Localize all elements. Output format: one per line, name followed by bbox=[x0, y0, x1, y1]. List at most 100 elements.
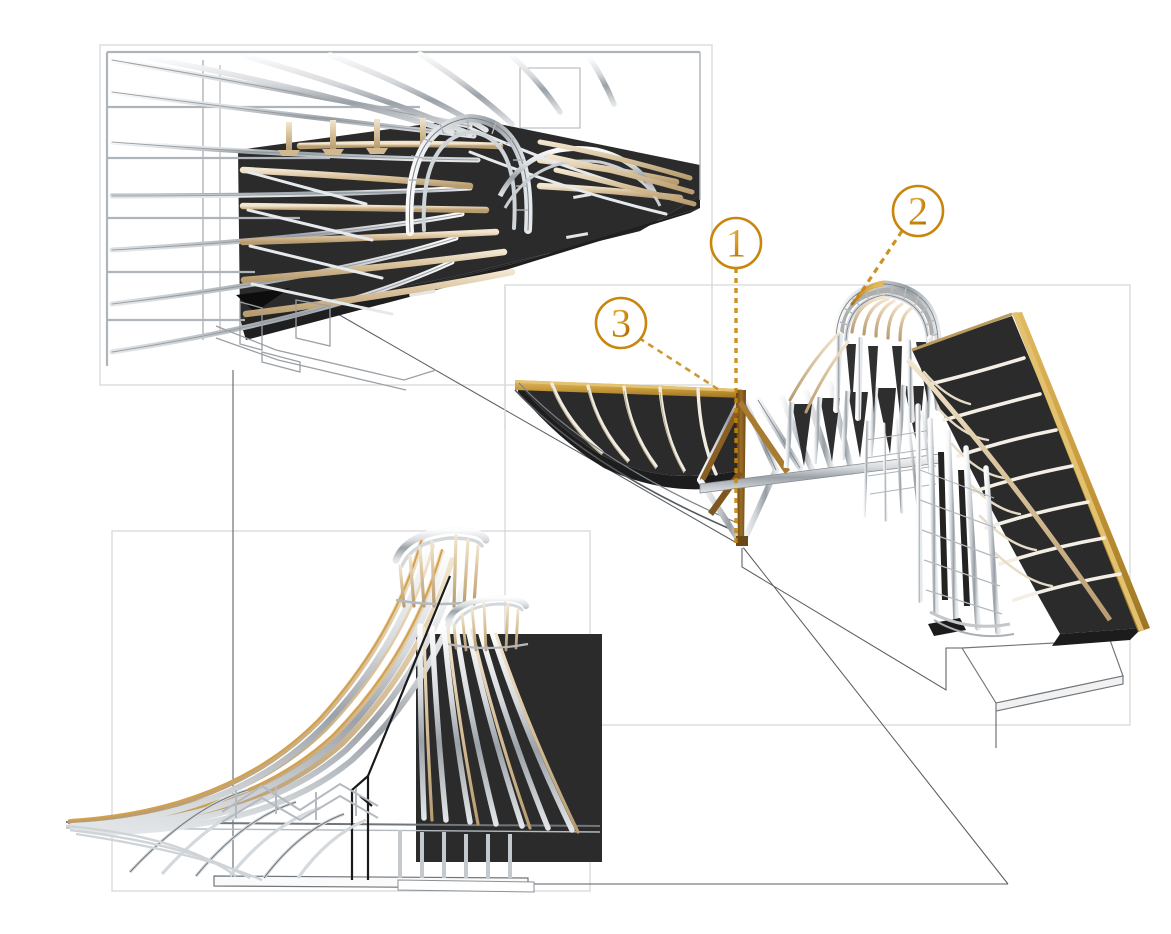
purlin bbox=[239, 166, 474, 190]
elevation-timber-ribs bbox=[67, 537, 455, 831]
rib bbox=[942, 392, 1042, 422]
bundle-rib bbox=[441, 625, 473, 825]
frame-inner-box bbox=[519, 67, 581, 129]
bundle-rib bbox=[429, 625, 449, 823]
lantern-band bbox=[392, 526, 490, 564]
tail-rib bbox=[65, 824, 237, 877]
bundle-rib bbox=[489, 629, 575, 833]
mast-brace-right bbox=[738, 400, 790, 474]
elevation-right-bundle-timber bbox=[422, 626, 580, 834]
under-deck-box bbox=[239, 301, 263, 351]
bundle-rib bbox=[477, 627, 551, 831]
rib-curve bbox=[950, 442, 1006, 480]
rib bbox=[998, 536, 1106, 566]
right-wing-column-dark bbox=[938, 452, 970, 606]
panel bbox=[820, 398, 840, 462]
truss-verticals bbox=[783, 381, 933, 469]
elevation-piers bbox=[398, 830, 512, 878]
deck-slot bbox=[566, 232, 589, 239]
elevation-mid-lattice bbox=[221, 782, 379, 823]
projection-guides bbox=[232, 285, 1009, 885]
ridge-posts bbox=[278, 118, 426, 156]
bundle-timber bbox=[470, 628, 532, 830]
bundle-rib bbox=[453, 625, 499, 827]
cluster-rod bbox=[862, 420, 870, 518]
brace bbox=[246, 170, 368, 206]
base-slab-2 bbox=[397, 879, 535, 893]
truss-vertical bbox=[895, 384, 907, 453]
left-rim-beam-highlight bbox=[515, 380, 742, 392]
callout-2-circle[interactable] bbox=[891, 184, 945, 238]
fan-beam bbox=[545, 153, 695, 195]
brace bbox=[248, 244, 384, 280]
rib-shadow bbox=[587, 389, 629, 464]
deck-slot bbox=[409, 288, 436, 297]
left-wing-underside bbox=[518, 383, 742, 490]
elevation-lower-arch-outline bbox=[129, 789, 345, 879]
bundle-timber bbox=[494, 632, 580, 834]
truss-member bbox=[779, 395, 815, 473]
purlin bbox=[242, 268, 516, 318]
purlin bbox=[240, 248, 508, 284]
column bbox=[927, 417, 939, 615]
ridge-post bbox=[420, 118, 426, 146]
rib-curve bbox=[936, 406, 990, 442]
rib bbox=[928, 356, 1026, 386]
under-deck-box bbox=[295, 299, 331, 347]
callout-3-leader[interactable] bbox=[638, 336, 725, 395]
secondary-arch bbox=[497, 146, 662, 209]
rib-shadow bbox=[551, 387, 603, 456]
panel bbox=[792, 404, 812, 466]
fan-beam bbox=[537, 139, 693, 181]
podium-wireframe bbox=[961, 639, 1124, 712]
under-deck-line bbox=[215, 337, 407, 391]
elevation-right-bundle bbox=[417, 623, 575, 833]
steel-rib bbox=[69, 545, 431, 829]
brace bbox=[250, 282, 394, 316]
arch-outline bbox=[409, 117, 530, 233]
callout-group: 1 2 3 bbox=[594, 184, 945, 545]
profile bbox=[366, 575, 452, 880]
callout-2[interactable]: 2 bbox=[891, 184, 945, 238]
right-rim-beam-highlight bbox=[1012, 312, 1144, 631]
deck-slot bbox=[573, 192, 592, 199]
mast-column-bronze bbox=[736, 390, 746, 545]
under-deck-line bbox=[215, 325, 437, 381]
elevation-dark-panel bbox=[416, 634, 602, 862]
rib-curve bbox=[922, 370, 972, 406]
lower-arch bbox=[228, 806, 321, 878]
lantern-band-inner bbox=[400, 536, 484, 568]
elevation-tail-ribs bbox=[65, 824, 263, 882]
secondary-arch-band-2 bbox=[503, 159, 662, 209]
bundle-rib bbox=[465, 625, 525, 829]
frame-main-3d bbox=[504, 284, 1131, 726]
callout-1-circle[interactable] bbox=[709, 216, 763, 270]
rib-shadow bbox=[623, 390, 657, 470]
rafter bbox=[417, 51, 515, 127]
podium-front-edge bbox=[995, 675, 1124, 712]
view-side-elevation bbox=[65, 526, 602, 893]
column bbox=[915, 403, 923, 603]
view-perspective-assembly bbox=[504, 280, 1150, 646]
callout-3-circle[interactable] bbox=[594, 296, 648, 350]
ridge-post bbox=[278, 122, 300, 156]
callout-2-leader[interactable] bbox=[854, 230, 904, 301]
fan-beam bbox=[553, 167, 697, 207]
truss-vertical bbox=[839, 390, 851, 461]
truss-vertical bbox=[867, 386, 879, 457]
rib bbox=[586, 384, 630, 462]
callout-3[interactable]: 3 bbox=[594, 296, 648, 350]
truss-vertical bbox=[811, 396, 823, 465]
under-deck-bracket bbox=[261, 351, 301, 373]
frame-top-left bbox=[99, 44, 713, 386]
panel bbox=[848, 392, 868, 458]
bundle-timber bbox=[422, 626, 434, 822]
elevation-steel-ribs bbox=[69, 545, 469, 835]
purlin bbox=[239, 202, 490, 214]
lower-arch bbox=[296, 818, 367, 879]
lantern-small-base bbox=[447, 642, 529, 650]
callout-1[interactable]: 1 bbox=[709, 216, 763, 270]
purlin bbox=[239, 228, 500, 246]
